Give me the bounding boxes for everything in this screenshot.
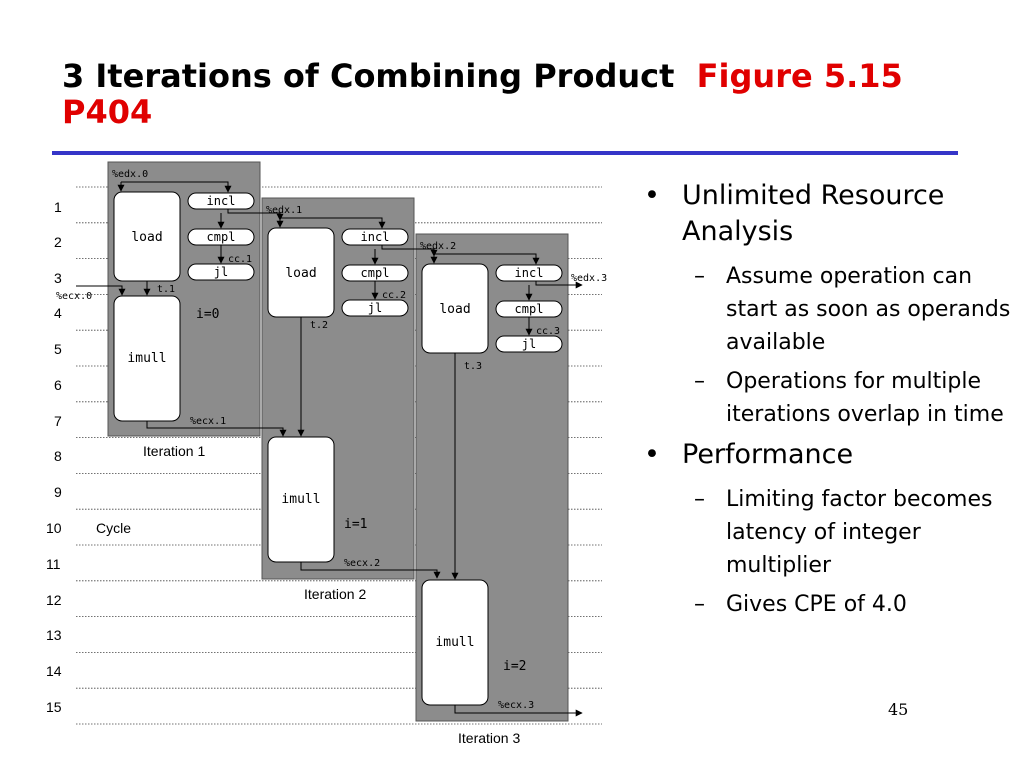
edx-in-label: %edx.2 [420, 241, 456, 252]
edx-in-label: %edx.1 [266, 205, 302, 216]
incl-label: incl [361, 230, 390, 244]
iteration-2-arrows [276, 217, 441, 579]
cmpl-label: cmpl [361, 266, 390, 280]
iteration-1: load imull incl cmpl jl %edx.0 cc.1 t.1 … [56, 169, 287, 437]
sub-bullet-item: –Limiting factor becomes latency of inte… [694, 487, 993, 578]
bullet-text: Performance [682, 439, 854, 470]
iteration-3-label: Iteration 3 [458, 730, 520, 746]
i-label: i=1 [344, 517, 367, 532]
edx-in-label: %edx.0 [112, 169, 148, 180]
title-rule [52, 151, 958, 155]
cycle-number: 8 [54, 448, 62, 464]
cc-label: cc.3 [536, 326, 560, 337]
cycle-number: 10 [46, 520, 62, 536]
ecx-in-label: %ecx.0 [56, 291, 92, 302]
sub-bullet-text: Limiting factor becomes latency of integ… [726, 487, 993, 578]
i-label: i=2 [503, 659, 526, 674]
cycle-number: 13 [46, 627, 62, 643]
jl-op [187, 263, 255, 281]
cycle-numbers: 1 2 3 4 5 6 7 8 9 10 11 12 13 14 15 [46, 199, 62, 715]
imull-label: imull [435, 635, 474, 650]
slide-title: 3 Iterations of Combining Product Figure… [62, 58, 962, 130]
cycle-label: Cycle [96, 520, 131, 536]
incl-op [495, 264, 563, 282]
cycle-number: 6 [54, 377, 62, 393]
imull-label: imull [281, 492, 320, 507]
load-label: load [285, 266, 316, 281]
bullet-text: Unlimited Resource Analysis [682, 180, 945, 247]
bullet-item: •Unlimited Resource Analysis [644, 180, 945, 247]
iteration-3-arrows [430, 253, 583, 717]
load-label: load [131, 230, 162, 245]
bullet-item: •Performance [644, 439, 854, 470]
sub-bullet-text: Gives CPE of 4.0 [726, 592, 907, 617]
incl-label: incl [515, 266, 544, 280]
i-label: i=0 [196, 307, 219, 322]
sub-bullet-item: –Gives CPE of 4.0 [694, 592, 907, 617]
jl-label: jl [214, 265, 228, 279]
jl-label: jl [368, 301, 382, 315]
iteration-3: load imull incl cmpl jl %edx.2 cc.3 t.3 … [420, 241, 607, 717]
jl-op [341, 299, 409, 317]
sub-bullet-text: Operations for multiple iterations overl… [726, 369, 1004, 427]
page-number: 45 [888, 700, 909, 719]
load-label: load [439, 302, 470, 317]
incl-label: incl [207, 194, 236, 208]
title-main: 3 Iterations of Combining Product [62, 57, 675, 95]
ecx-out-label: %ecx.3 [498, 700, 534, 711]
cycle-number: 1 [54, 199, 62, 215]
incl-op [341, 228, 409, 246]
cycle-number: 5 [54, 341, 62, 357]
cc-label: cc.1 [228, 254, 252, 265]
cmpl-label: cmpl [207, 230, 236, 244]
cc-label: cc.2 [382, 290, 406, 301]
imull-label: imull [127, 351, 166, 366]
bullet-list: •Unlimited Resource Analysis –Assume ope… [640, 178, 1020, 627]
cycle-number: 11 [46, 556, 61, 572]
cmpl-label: cmpl [515, 302, 544, 316]
edx-out-label: %edx.3 [571, 273, 607, 284]
cycle-number: 9 [54, 484, 62, 500]
sub-bullet-item: –Assume operation can start as soon as o… [694, 264, 1011, 355]
sub-bullet-text: Assume operation can start as soon as op… [726, 264, 1011, 355]
cycle-number: 3 [54, 270, 62, 286]
incl-op [187, 192, 255, 210]
cycle-number: 2 [54, 234, 62, 250]
cycle-number: 14 [46, 663, 62, 679]
iteration-2: load imull incl cmpl jl %edx.1 cc.2 t.2 … [266, 205, 441, 579]
title-highlight: Figure 5.15 P404 [62, 57, 903, 131]
ecx-out-label: %ecx.1 [190, 416, 226, 427]
cycle-number: 7 [54, 413, 62, 429]
t-label: t.1 [157, 284, 175, 295]
iteration-2-label: Iteration 2 [304, 586, 366, 602]
jl-op [495, 335, 563, 353]
cycle-number: 15 [46, 699, 62, 715]
iteration-1-arrows [76, 181, 287, 437]
t-label: t.3 [464, 361, 482, 372]
cycle-number: 4 [54, 305, 62, 321]
ecx-out-label: %ecx.2 [344, 558, 380, 569]
sub-bullet-item: –Operations for multiple iterations over… [694, 369, 1004, 427]
jl-label: jl [522, 337, 536, 351]
iteration-1-label: Iteration 1 [143, 443, 205, 459]
t-label: t.2 [310, 320, 328, 331]
pipeline-diagram: 1 2 3 4 5 6 7 8 9 10 11 12 13 14 15 Cycl… [46, 161, 607, 746]
cycle-number: 12 [46, 592, 62, 608]
